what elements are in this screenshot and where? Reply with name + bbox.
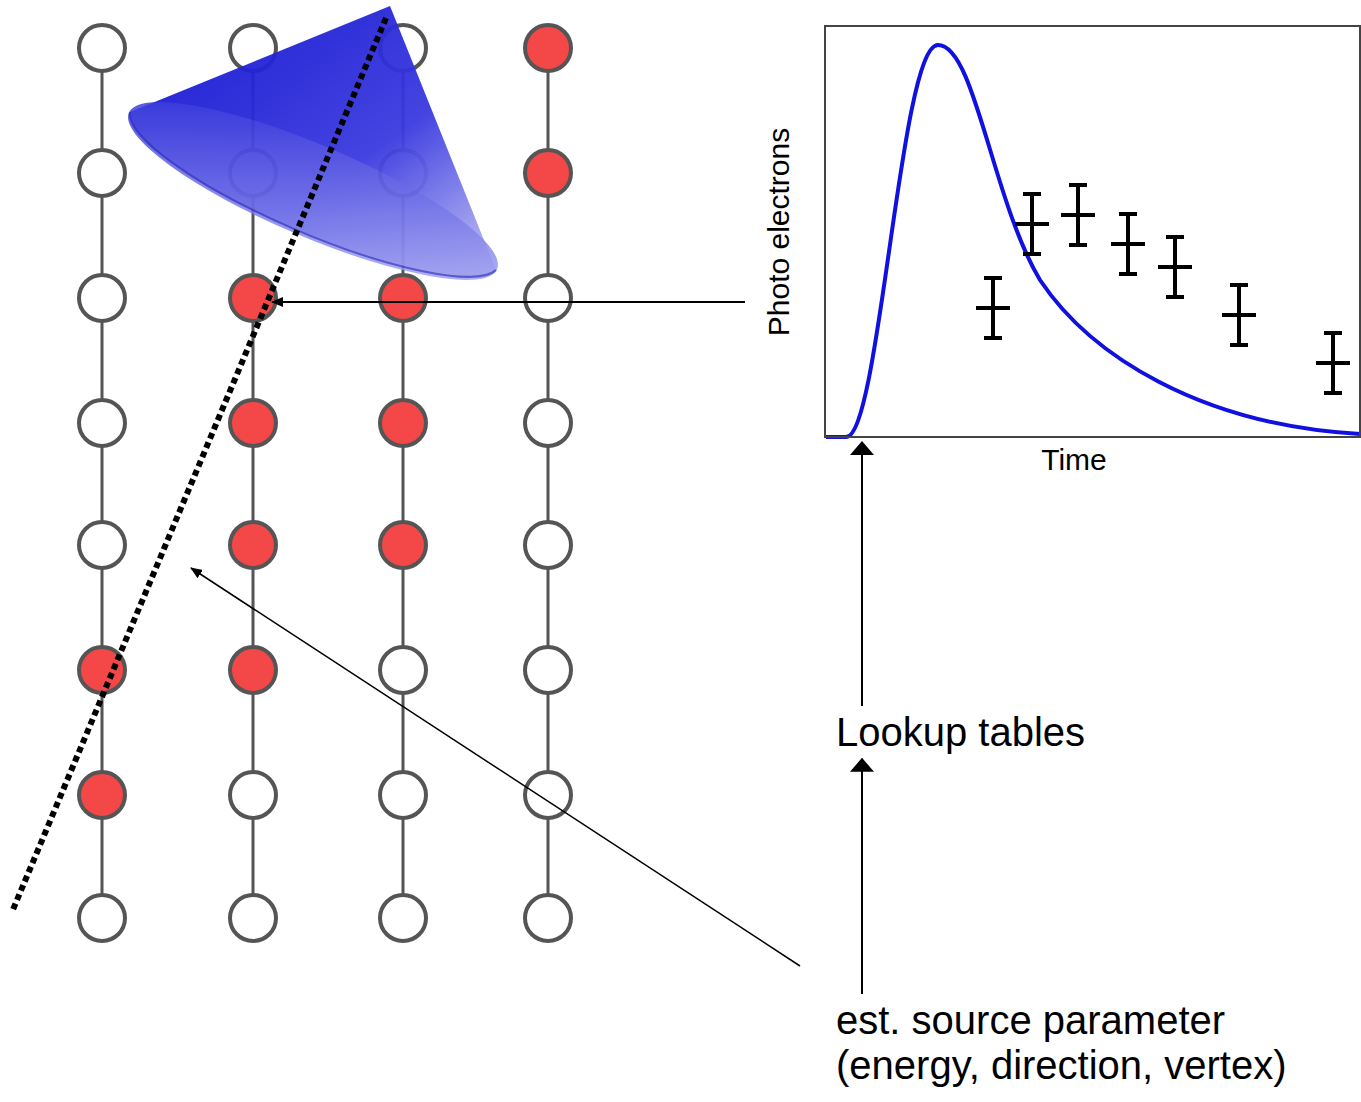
error-bar	[1069, 183, 1087, 187]
optical-module	[380, 400, 426, 446]
optical-module	[525, 400, 571, 446]
optical-module	[79, 895, 125, 941]
error-bar	[976, 306, 1010, 310]
optical-module	[230, 522, 276, 568]
leader-line	[191, 568, 800, 966]
error-bar	[1061, 213, 1095, 217]
optical-module	[230, 400, 276, 446]
optical-module	[230, 647, 276, 693]
detector-strings	[102, 48, 548, 918]
error-bar	[1119, 212, 1137, 216]
cherenkov-cone	[111, 6, 515, 311]
axis-label: Photo electrons	[762, 128, 796, 336]
error-bar	[1230, 343, 1248, 347]
error-bar	[1316, 361, 1350, 365]
error-bar	[1166, 295, 1184, 299]
optical-module	[79, 522, 125, 568]
error-bar	[1015, 222, 1049, 226]
flow-arrow	[861, 442, 863, 706]
annotation-text: Lookup tables	[836, 710, 1085, 755]
axis-label: Time	[1041, 443, 1107, 477]
error-bar	[1119, 272, 1137, 276]
optical-module	[79, 400, 125, 446]
optical-module	[380, 275, 426, 321]
plot-frame: Photo electronsTime	[824, 25, 1361, 438]
optical-module	[380, 647, 426, 693]
optical-module	[380, 772, 426, 818]
data-points	[976, 185, 1350, 393]
optical-module	[380, 895, 426, 941]
text-node: est. source parameter (energy, direction…	[836, 998, 1306, 1088]
error-bar	[1023, 192, 1041, 196]
error-bar	[1166, 235, 1184, 239]
leader-line	[272, 301, 745, 303]
optical-module	[230, 772, 276, 818]
error-bar	[984, 336, 1002, 340]
optical-module	[79, 150, 125, 196]
error-bar	[1324, 391, 1342, 395]
optical-module	[525, 895, 571, 941]
optical-module	[525, 150, 571, 196]
error-bar	[1069, 243, 1087, 247]
error-bar	[1158, 265, 1192, 269]
optical-module	[230, 895, 276, 941]
flow-arrow	[861, 759, 863, 994]
error-bar	[1230, 283, 1248, 287]
optical-module	[380, 522, 426, 568]
error-bar	[984, 276, 1002, 280]
optical-module	[525, 275, 571, 321]
error-bar	[1023, 252, 1041, 256]
expected-pdf-curve	[826, 45, 1360, 437]
error-bar	[1222, 313, 1256, 317]
optical-module	[525, 25, 571, 71]
text-node: Lookup tables	[836, 710, 1085, 755]
optical-module	[79, 25, 125, 71]
optical-module	[79, 772, 125, 818]
optical-module	[79, 275, 125, 321]
particle-track	[12, 18, 386, 912]
optical-modules	[79, 25, 571, 941]
annotation-text: est. source parameter (energy, direction…	[836, 998, 1306, 1088]
optical-module	[525, 647, 571, 693]
error-bar	[1111, 242, 1145, 246]
optical-module	[525, 522, 571, 568]
error-bar	[1324, 331, 1342, 335]
